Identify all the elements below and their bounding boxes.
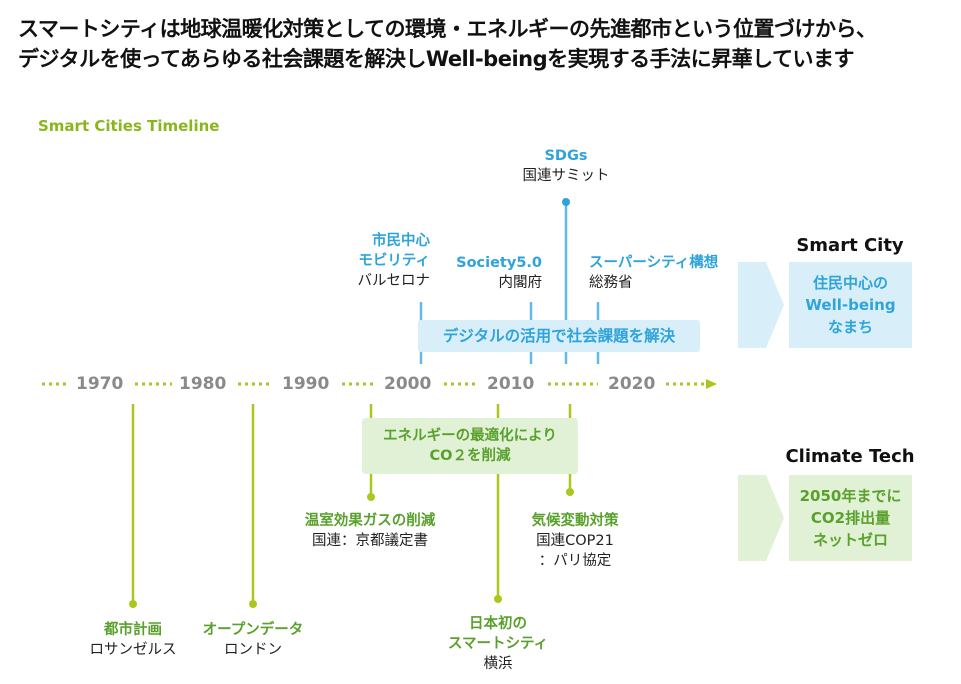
event-kyoto-title: 温室効果ガスの削減 (304, 513, 436, 529)
event-barcelona: 市民中心 モビリティ バルセロナ (330, 231, 431, 291)
page-title: スマートシティは地球温暖化対策としての環境・エネルギーの先進都市という位置づけか… (18, 14, 948, 74)
year-1980: 1980 (179, 374, 227, 394)
smart-city-line-1: 住民中心の (812, 274, 888, 292)
year-1990: 1990 (282, 374, 330, 394)
event-la: 都市計画 ロサンゼルス (78, 620, 188, 660)
event-supercity: スーパーシティ構想 総務省 (589, 253, 739, 293)
event-london-title: オープンデータ (202, 622, 304, 638)
year-2010: 2010 (487, 374, 535, 394)
yokohama-marker (494, 595, 502, 603)
london-marker (249, 600, 257, 608)
event-sdgs-title: SDGs (544, 148, 588, 164)
event-la-title: 都市計画 (104, 622, 162, 638)
title-line-2: デジタルを使ってあらゆる社会課題を解決しWell-beingを実現する手法に昇華… (18, 47, 855, 71)
event-supercity-title: スーパーシティ構想 (589, 255, 719, 271)
event-yokohama-sub: 横浜 (483, 656, 513, 672)
event-london-sub: ロンドン (224, 642, 282, 658)
event-cop21: 気候変動対策 国連COP21 ：パリ協定 (510, 511, 640, 571)
year-1970: 1970 (76, 374, 124, 394)
climate-tech-box: 2050年までに CO2排出量 ネットゼロ (789, 475, 912, 561)
event-cop21-sub-2: ：パリ協定 (538, 553, 612, 569)
event-supercity-sub: 総務省 (589, 275, 633, 291)
event-sdgs-sub: 国連サミット (522, 168, 610, 184)
event-society: Society5.0 内閣府 (440, 253, 542, 293)
smart-city-line-3: なまち (827, 318, 873, 336)
la-marker (129, 600, 137, 608)
energy-banner: エネルギーの最適化により CO２を削減 (362, 418, 578, 474)
year-2020: 2020 (608, 374, 656, 394)
event-barcelona-sub: バルセロナ (357, 273, 431, 289)
event-society-title: Society5.0 (456, 255, 542, 271)
event-kyoto-sub: 国連：京都議定書 (312, 533, 428, 549)
digital-banner: デジタルの活用で社会課題を解決 (418, 320, 700, 352)
event-society-sub: 内閣府 (498, 275, 543, 291)
smart-city-line-2: Well-being (805, 296, 896, 314)
cop21-marker (566, 488, 574, 496)
climate-tech-line-3: ネットゼロ (812, 531, 888, 549)
sdgs-marker (562, 198, 570, 206)
energy-banner-line-1: エネルギーの最適化により (383, 428, 557, 444)
event-london: オープンデータ ロンドン (193, 620, 313, 660)
smart-city-arrow-icon (738, 262, 784, 348)
event-yokohama: 日本初の スマートシティ 横浜 (433, 614, 563, 674)
event-yokohama-title-2: スマートシティ (447, 636, 549, 652)
title-line-1: スマートシティは地球温暖化対策としての環境・エネルギーの先進都市という位置づけか… (18, 17, 877, 41)
smart-city-box: 住民中心の Well-being なまち (789, 262, 912, 348)
event-barcelona-title-1: 市民中心 (372, 233, 430, 249)
event-kyoto: 温室効果ガスの削減 国連：京都議定書 (285, 511, 455, 551)
climate-tech-title: Climate Tech (785, 446, 915, 467)
event-cop21-sub-1: 国連COP21 (536, 533, 614, 549)
timeline-label: Smart Cities Timeline (38, 117, 220, 135)
axis-arrow-icon (706, 379, 717, 389)
year-2000: 2000 (384, 374, 432, 394)
smart-city-title: Smart City (796, 235, 904, 256)
climate-tech-line-2: CO2排出量 (810, 509, 891, 527)
event-la-sub: ロサンゼルス (89, 642, 177, 658)
kyoto-marker (367, 493, 375, 501)
event-barcelona-title-2: モビリティ (358, 253, 430, 269)
event-cop21-title: 気候変動対策 (531, 513, 619, 529)
climate-tech-line-1: 2050年までに (799, 487, 902, 505)
climate-tech-arrow-icon (738, 475, 784, 561)
energy-banner-line-2: CO２を削減 (429, 448, 511, 464)
event-yokohama-title-1: 日本初の (469, 616, 527, 632)
event-sdgs: SDGs 国連サミット (516, 146, 616, 186)
